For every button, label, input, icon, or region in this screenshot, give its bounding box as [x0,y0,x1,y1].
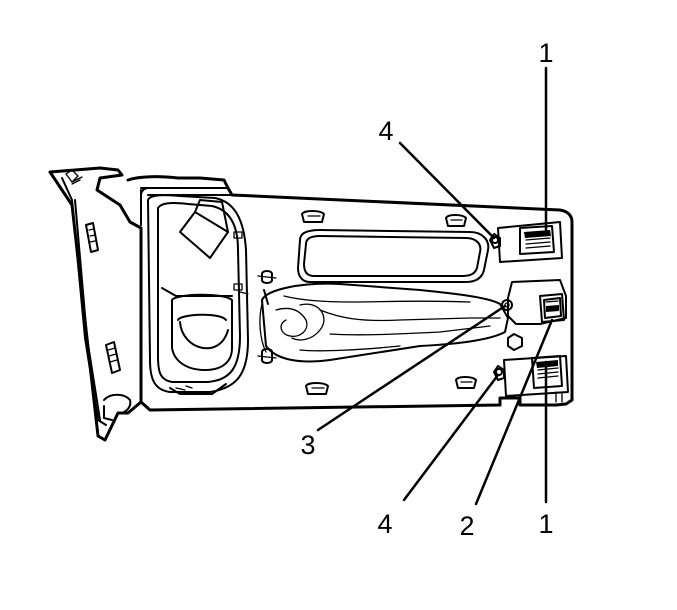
callout-3: 3 [300,430,315,460]
leader-c4-bottom [402,373,500,502]
callout-1-top: 1 [538,38,553,68]
callouts: 1 4 3 4 2 1 [300,38,553,541]
leader-lines [316,66,554,506]
callout-2: 2 [459,511,474,541]
leader-c3 [316,304,507,432]
pillar-trim [48,166,143,442]
leader-c4-top [398,141,496,240]
callout-4-bottom: 4 [377,509,392,539]
lower-switch-bezel [493,355,569,403]
door-panel [126,175,574,412]
middle-switch-assembly [501,279,567,325]
callout-1-bottom: 1 [538,509,553,539]
upper-switch-bezel [489,221,563,263]
leader-c2 [474,318,554,506]
callout-4-top: 4 [378,116,393,146]
